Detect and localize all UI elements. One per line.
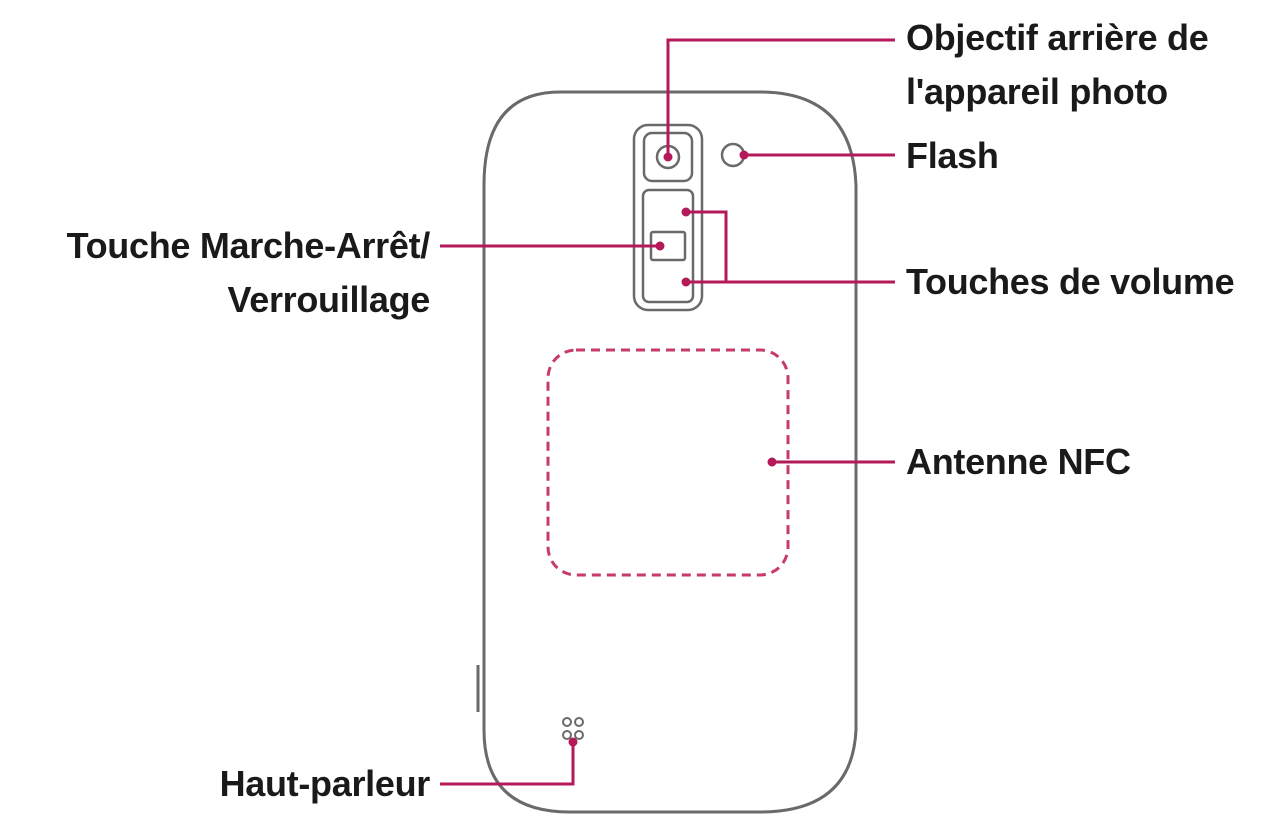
phone-body-outline [482,90,858,814]
callout-dots [568,150,777,747]
callout-lines [440,38,895,786]
volume-callout-line [686,210,728,284]
volume-down-callout-dot [681,277,691,287]
nfc-label: Antenne NFC [906,441,1131,482]
nfc-antenna-area [546,348,790,577]
flash-label: Flash [906,135,999,176]
speaker-label: Haut-parleur [219,763,431,804]
camera-callout-line [666,38,895,157]
flash-callout-dot [739,150,749,160]
power-label-line2: Verrouillage [227,279,431,320]
camera-label-line1: Objectif arrière de [906,17,1209,58]
nfc-callout-dot [767,457,777,467]
power-callout-dot [655,241,665,251]
speaker-grille-icon [562,717,584,740]
volume-label: Touches de volume [906,261,1235,302]
camera-label-line2: l'appareil photo [906,71,1168,112]
camera-callout-dot [663,152,673,162]
speaker-callout-dot [568,737,578,747]
speaker-callout-line [440,742,575,786]
volume-up-callout-dot [681,207,691,217]
power-label-line1: Touche Marche-Arrêt/ [66,225,431,266]
